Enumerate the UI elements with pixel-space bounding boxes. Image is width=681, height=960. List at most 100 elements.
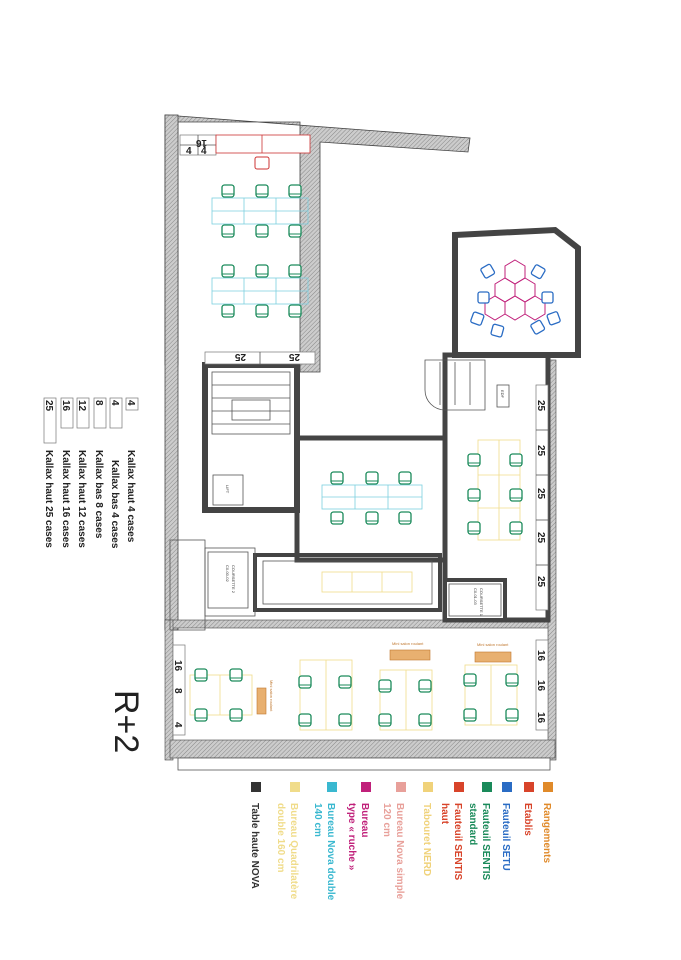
- kallax-swatch: [76, 397, 90, 429]
- color-legend-label-line2: double 160 cm: [275, 803, 286, 873]
- color-legend-label-line2: 140 cm: [312, 803, 323, 837]
- kallax-swatch: [125, 397, 139, 411]
- chair: [509, 521, 523, 535]
- chair: [398, 471, 412, 485]
- kallax-number: 16: [60, 400, 71, 412]
- chair: [365, 511, 379, 525]
- kallax-swatch: [60, 397, 74, 429]
- top-room-furniture: 16 4 4 25 25: [179, 134, 316, 365]
- kallax-label: 25: [234, 351, 246, 362]
- chair: [229, 708, 243, 722]
- kallax-swatch: [109, 397, 123, 429]
- chair: [221, 184, 235, 198]
- color-legend-label: Fauteuil SENTIS: [480, 803, 491, 881]
- staircase-secondary: EDF: [424, 359, 510, 411]
- kallax-swatch: [43, 397, 57, 444]
- color-legend-item: Table haute NOVA: [249, 782, 261, 889]
- chair: [398, 511, 412, 525]
- color-legend-label: Bureau Nova double: [325, 803, 336, 901]
- color-swatch: [361, 782, 371, 792]
- kallax-number: 8: [93, 400, 104, 406]
- chair: [330, 471, 344, 485]
- color-legend-label: Bureau: [359, 803, 370, 837]
- chair: [194, 668, 208, 682]
- kallax-legend-label: Kallax bas 8 cases: [93, 450, 104, 539]
- chair: [288, 264, 302, 278]
- chair: [467, 521, 481, 535]
- kitchenette-2-code: C0-00-02: [225, 565, 230, 582]
- color-swatch: [543, 782, 553, 792]
- color-swatch: [327, 782, 337, 792]
- kallax-legend-label: Kallax haut 4 cases: [125, 450, 136, 543]
- color-swatch: [423, 782, 433, 792]
- color-legend-label-line2: standard: [467, 803, 478, 845]
- chair: [298, 675, 312, 689]
- chair: [221, 304, 235, 318]
- chair: [467, 453, 481, 467]
- kallax-label: 16: [535, 650, 546, 662]
- color-legend-label: Fauteuil SENTIS: [452, 803, 463, 881]
- chair: [255, 264, 269, 278]
- color-legend-label-line2: type « ruche »: [346, 803, 357, 871]
- color-legend-label: Tabouret NERD: [421, 803, 432, 876]
- color-swatch: [454, 782, 464, 792]
- chair: [338, 713, 352, 727]
- chair: [255, 224, 269, 238]
- kallax-number: 25: [43, 400, 54, 412]
- chair: [378, 679, 392, 693]
- chair: [378, 713, 392, 727]
- mini-salon: [389, 649, 431, 661]
- building-walls: [164, 114, 581, 771]
- chair: [463, 673, 477, 687]
- kitchenette-1: COURSETTE 1 C0-01-03: [448, 583, 502, 617]
- color-legend-label: Bureau Nova simple: [394, 803, 405, 900]
- lift-label: LIFT: [225, 485, 230, 494]
- chair: [505, 708, 519, 722]
- edf-label: EDF: [500, 390, 505, 399]
- chair: [298, 713, 312, 727]
- mini-salon-label: Mini salon roulant: [269, 680, 274, 712]
- chair: [229, 668, 243, 682]
- setu-chairs: [470, 263, 561, 338]
- chair: [505, 673, 519, 687]
- high-chair: [254, 156, 270, 170]
- kallax-label: 25: [288, 351, 300, 362]
- color-legend-label: Etablis: [522, 803, 533, 836]
- chair: [255, 184, 269, 198]
- mini-salon: [474, 651, 512, 663]
- chair: [221, 224, 235, 238]
- chair: [255, 304, 269, 318]
- chair: [463, 708, 477, 722]
- kallax-label: 25: [535, 400, 546, 412]
- chair: [418, 679, 432, 693]
- kallax-number: 12: [76, 400, 87, 412]
- chair: [194, 708, 208, 722]
- color-legend-item: Fauteuil SETU: [500, 782, 512, 871]
- chair: [330, 511, 344, 525]
- color-legend-label-line2: 120 cm: [381, 803, 392, 837]
- kitchenette-2-name: COURSETTE 2: [231, 565, 236, 594]
- kallax-legend-label: Kallax bas 4 cases: [109, 460, 120, 549]
- color-legend-label: Rangements: [541, 803, 552, 863]
- color-swatch: [482, 782, 492, 792]
- staircase-main: LIFT: [211, 371, 291, 506]
- chair: [467, 488, 481, 502]
- color-legend: Rangements Etablis Fauteuil SETU Fauteuil S…: [249, 782, 553, 901]
- color-legend-label: Bureau Quadrilatère: [288, 803, 299, 900]
- color-legend-item: Tabouret NERD: [421, 782, 433, 876]
- kallax-label: 4: [186, 146, 192, 157]
- kallax-label: 16: [195, 137, 207, 148]
- mini-salon: [256, 687, 267, 715]
- kitchenette-1-name: COURSETTE 1: [479, 588, 484, 617]
- kallax-legend-label: Kallax haut 16 cases: [60, 450, 71, 548]
- kallax-label: 25: [535, 445, 546, 457]
- kallax-label: 16: [172, 660, 183, 672]
- hive-desk-room: [484, 259, 546, 321]
